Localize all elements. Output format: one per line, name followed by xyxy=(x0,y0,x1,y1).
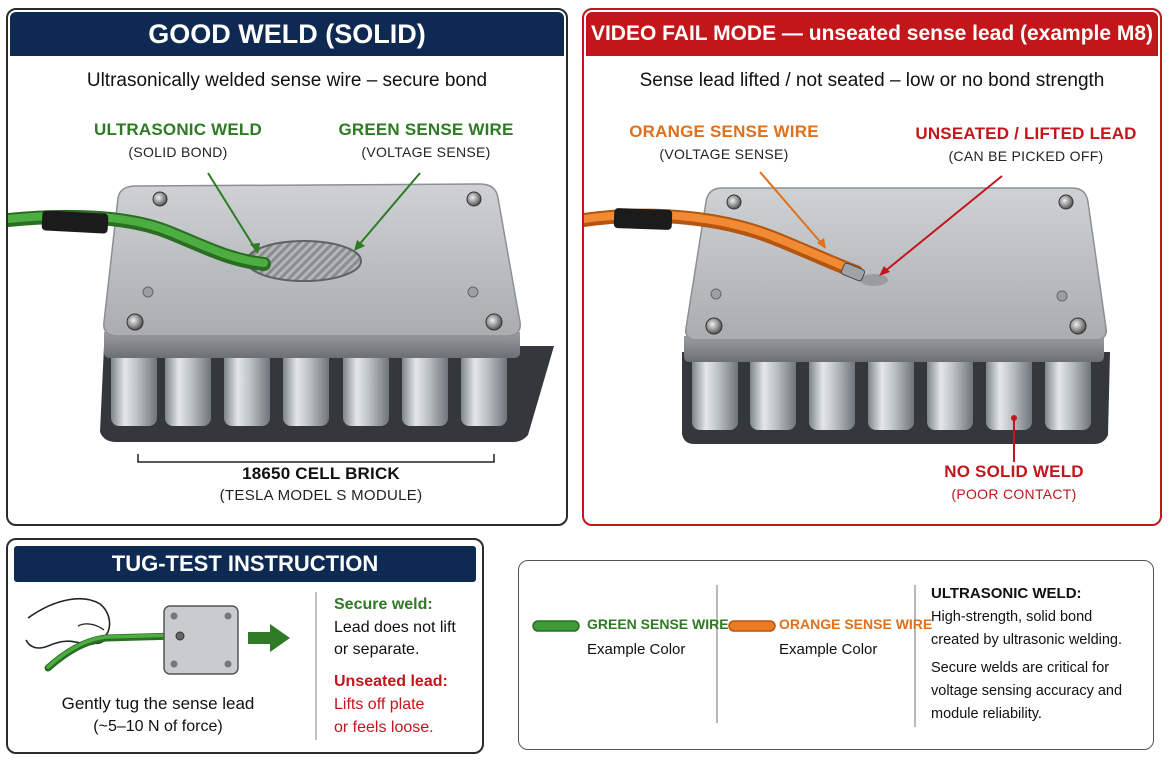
legend-weld-text-5: module reliability. xyxy=(931,706,1042,722)
arrow-right-icon xyxy=(248,624,290,652)
ultrasonic-weld-label: ULTRASONIC WELD xyxy=(78,120,278,140)
legend-green-sub: Example Color xyxy=(587,641,686,658)
ultrasonic-weld-label-sub: (SOLID BOND) xyxy=(128,144,228,160)
green-wire-swatch xyxy=(532,620,580,632)
tug-test-illustration xyxy=(25,592,317,740)
orange-wire-label-sub: (VOLTAGE SENSE) xyxy=(659,146,789,162)
orange-wire-label: ORANGE SENSE WIRE xyxy=(629,122,819,141)
good-weld-title: GOOD WELD (SOLID) xyxy=(148,18,426,49)
no-solid-weld-label: NO SOLID WELD xyxy=(944,462,1084,481)
tug-caption-line2: (~5–10 N of force) xyxy=(93,718,223,735)
no-solid-weld-label-sub: (POOR CONTACT) xyxy=(951,486,1077,502)
green-wire-label: GREEN SENSE WIRE xyxy=(326,120,526,140)
secure-weld-text-2: or separate. xyxy=(334,641,420,658)
legend-weld-title: ULTRASONIC WELD: xyxy=(931,585,1082,602)
cell-brick-label: 18650 CELL BRICK xyxy=(242,464,400,483)
cell-row xyxy=(692,352,1091,430)
fail-mode-header: VIDEO FAIL MODE — unseated sense lead (e… xyxy=(586,12,1158,56)
cell-brick-label-sub: (TESLA MODEL S MODULE) xyxy=(219,487,423,504)
unseated-lead-text-1: Lifts off plate xyxy=(334,696,425,713)
legend-green-label: GREEN SENSE WIRE xyxy=(587,616,729,632)
tug-caption-line1: Gently tug the sense lead xyxy=(61,694,255,713)
secure-weld-title: Secure weld: xyxy=(334,596,433,613)
ultrasonic-weld-label-title: ULTRASONIC WELD xyxy=(94,120,262,139)
fail-mode-subtitle: Sense lead lifted / not seated – low or … xyxy=(639,70,1105,91)
fail-module-illustration xyxy=(584,171,1110,462)
legend-weld-text-3: Secure welds are critical for xyxy=(931,660,1110,676)
bare-spot xyxy=(860,274,888,286)
legend-orange-label: ORANGE SENSE WIRE xyxy=(779,616,933,632)
legend-weld-text-2: created by ultrasonic welding. xyxy=(931,632,1123,648)
fail-mode-panel: VIDEO FAIL MODE — unseated sense lead (e… xyxy=(582,8,1162,526)
good-module-illustration xyxy=(8,172,554,463)
legend-weld-text-4: voltage sensing accuracy and xyxy=(931,683,1123,699)
secure-weld-text-1: Lead does not lift xyxy=(334,619,456,636)
nickel-plate xyxy=(685,187,1107,341)
unseated-lead-title: Unseated lead: xyxy=(334,673,448,690)
unseated-lead-label-sub: (CAN BE PICKED OFF) xyxy=(948,148,1104,164)
good-weld-header: GOOD WELD (SOLID) xyxy=(10,12,564,56)
legend-weld-text-1: High-strength, solid bond xyxy=(931,609,1093,625)
legend-orange-sub: Example Color xyxy=(779,641,878,658)
cell-row xyxy=(111,348,507,426)
unseated-lead-text-2: or feels loose. xyxy=(334,719,434,736)
good-weld-subtitle: Ultrasonically welded sense wire – secur… xyxy=(86,70,488,91)
good-weld-panel: GOOD WELD (SOLID) Ultrasonically welded … xyxy=(6,8,568,526)
legend-panel: GREEN SENSE WIRE Example Color ORANGE SE… xyxy=(518,560,1154,750)
green-wire-label-title: GREEN SENSE WIRE xyxy=(338,120,514,139)
green-wire-label-sub: (VOLTAGE SENSE) xyxy=(361,144,491,160)
unseated-lead-label: UNSEATED / LIFTED LEAD xyxy=(915,124,1137,143)
tug-test-header: TUG-TEST INSTRUCTION xyxy=(14,546,476,582)
orange-wire-swatch xyxy=(728,620,776,632)
legend-decor xyxy=(532,585,916,727)
fail-mode-title: VIDEO FAIL MODE — unseated sense lead (e… xyxy=(590,22,1154,45)
mini-plate xyxy=(163,605,239,675)
tug-test-title: TUG-TEST INSTRUCTION xyxy=(111,551,379,576)
tug-test-panel: TUG-TEST INSTRUCTION Gently tug the sens… xyxy=(6,538,484,754)
